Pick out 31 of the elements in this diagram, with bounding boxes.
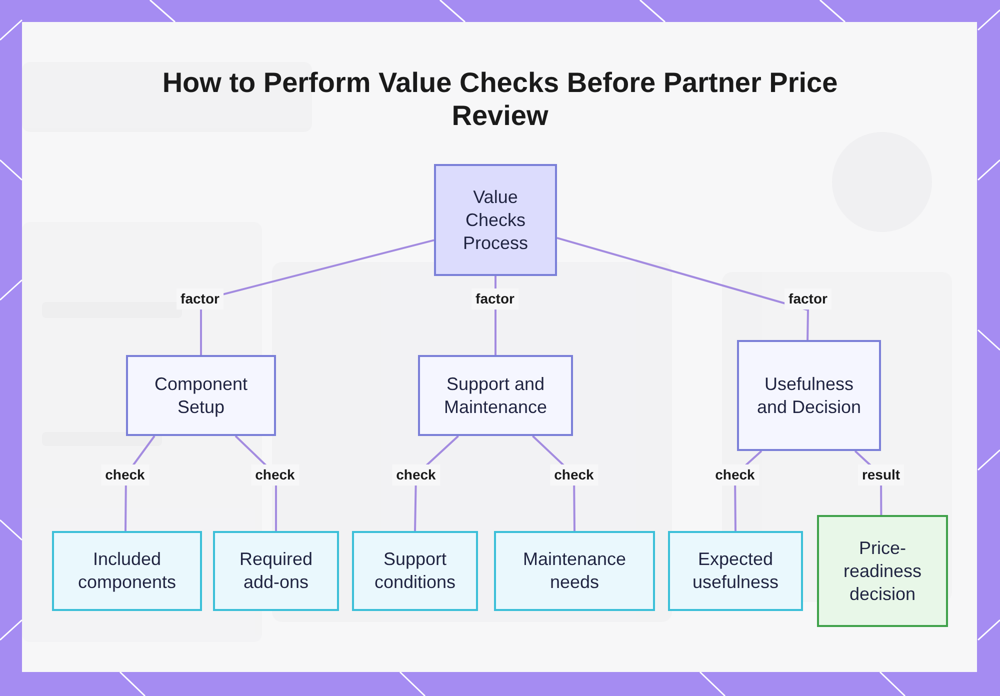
edge-label: factor xyxy=(176,288,224,310)
process-box xyxy=(418,355,573,436)
edge-label: factor xyxy=(784,288,832,310)
edge-label: check xyxy=(251,464,299,486)
node-text: Value Checks Process xyxy=(462,186,530,254)
node-text: Price-readiness decision xyxy=(842,536,923,606)
process-box xyxy=(434,164,557,276)
node-text: Support conditions xyxy=(373,548,457,594)
process-box xyxy=(494,531,655,611)
node-text: Included components xyxy=(76,548,178,594)
node-text: Usefulness and Decision xyxy=(756,372,862,418)
process-box xyxy=(213,531,339,611)
process-box xyxy=(668,531,803,611)
edge-label: check xyxy=(550,464,598,486)
process-box xyxy=(737,340,881,451)
connector-line xyxy=(200,239,434,355)
edge-label: factor xyxy=(472,288,518,310)
process-box xyxy=(352,531,478,611)
node-text: Component Setup xyxy=(153,372,249,418)
node-text: Expected usefulness xyxy=(691,548,780,594)
process-box xyxy=(817,515,948,627)
edge-label: check xyxy=(392,464,440,486)
diagram-title: How to Perform Value Checks Before Partner Price Review xyxy=(161,66,839,132)
process-box xyxy=(126,355,276,436)
node-text: Maintenance needs xyxy=(522,548,628,594)
edge-label: result xyxy=(858,464,904,486)
edge-label: check xyxy=(101,464,149,486)
process-box xyxy=(52,531,202,611)
node-text: Required add-ons xyxy=(238,548,314,594)
connector-line xyxy=(556,236,810,340)
node-text: Support and Maintenance xyxy=(442,372,548,418)
